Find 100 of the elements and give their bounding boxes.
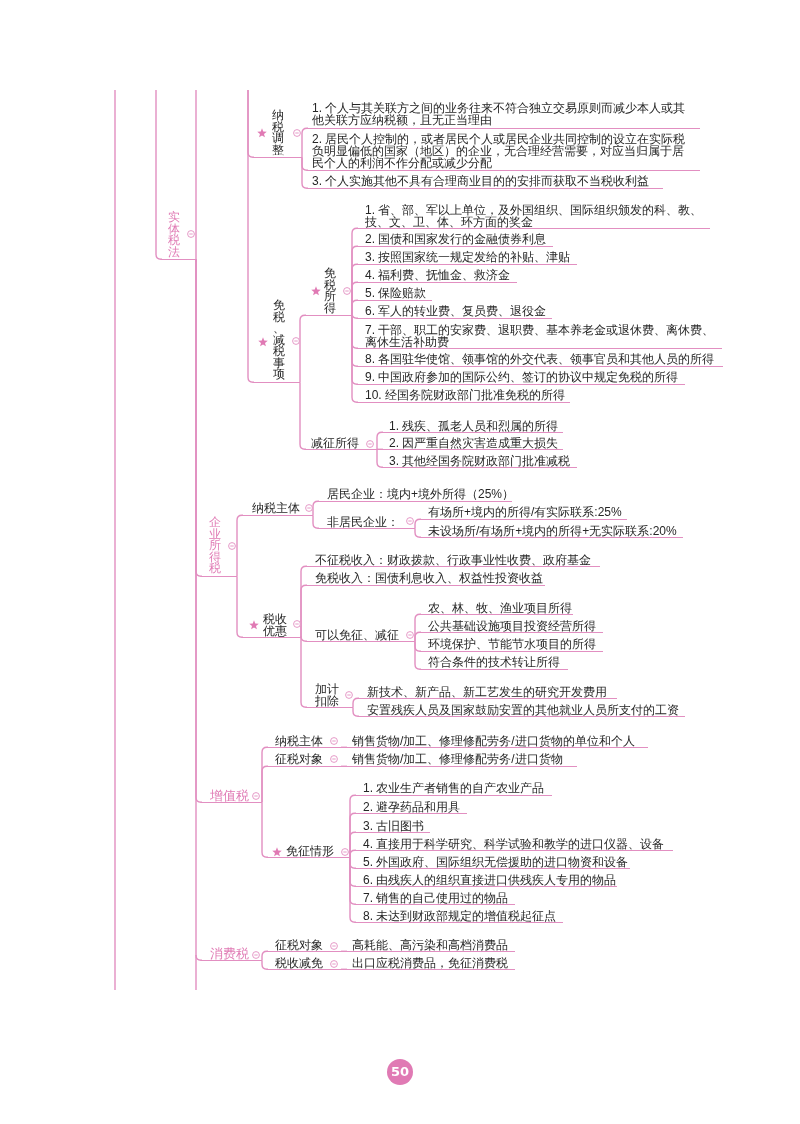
- underlined-topic: [383, 419, 563, 433]
- branch-line: [300, 635, 308, 642]
- page-number: 50: [387, 1059, 413, 1085]
- topic-text: 征税对象: [275, 753, 323, 765]
- underlined-topic: [359, 703, 685, 717]
- underlined-topic: [421, 601, 573, 615]
- underlined-topic: [268, 956, 341, 970]
- topic-text: 高耗能、高污染和高档消费品: [352, 939, 508, 951]
- underlined-topic: [358, 304, 552, 319]
- branch-line: [261, 765, 269, 803]
- topic-text: 4. 直接用于科学研究、科学试验和教学的进口仪器、设备: [363, 838, 665, 850]
- branch-line: [376, 448, 384, 450]
- underlined-topic: [347, 734, 648, 748]
- branch-line: [299, 314, 307, 383]
- branch-line: [352, 697, 360, 708]
- branch-line: [301, 156, 309, 189]
- topic-text: 可以免征、减征: [315, 629, 399, 641]
- underlined-topic: [421, 524, 683, 538]
- topic-text: 税收优惠: [263, 613, 288, 637]
- underlined-topic: [358, 286, 432, 301]
- branch-line: [414, 640, 422, 670]
- topic-text: 加计扣除: [315, 683, 340, 707]
- underlined-topic: [254, 109, 302, 158]
- topic-text: 免税、减税事项: [273, 300, 285, 381]
- topic-text: 销售货物/加工、修理修配劳务/进口货物: [352, 753, 563, 765]
- underlined-topic: [319, 515, 415, 529]
- topic-text: 3. 古旧图书: [363, 820, 425, 832]
- underlined-topic: [243, 612, 301, 638]
- topic-text: 1. 农业生产者销售的自产农业产品: [363, 782, 545, 794]
- topic-text: 消费税: [210, 948, 249, 960]
- topic-text: 纳税主体: [252, 502, 300, 514]
- underlined-topic: [268, 938, 341, 952]
- topic-text: 环境保护、节能节水项目的所得: [428, 638, 596, 650]
- topic-text: 6. 由残疾人的组织直接进口供残疾人专用的物品: [363, 874, 617, 886]
- underlined-topic: [421, 655, 568, 670]
- topic-text: 企业所得税: [209, 517, 221, 575]
- topic-text: 2. 因严重自然灾害造成重大损失: [389, 437, 559, 449]
- underlined-topic: [356, 800, 467, 814]
- underlined-topic: [307, 682, 353, 708]
- topic-text: 农、林、牧、渔业项目所得: [428, 602, 572, 614]
- underlined-topic: [162, 211, 196, 260]
- underlined-topic: [347, 956, 515, 970]
- underlined-topic: [268, 844, 350, 858]
- branch-line: [300, 636, 308, 708]
- underlined-topic: [319, 487, 512, 502]
- branch-line: [247, 89, 255, 383]
- topic-text: 9. 中国政府参加的国际公约、签订的协议中规定免税的所得: [365, 371, 679, 383]
- topic-text: 税收减免: [275, 957, 323, 969]
- topic-text: 纳税调整: [272, 110, 284, 156]
- underlined-topic: [421, 637, 603, 652]
- topic-text: 不征税收入：财政拨款、行政事业性收费、政府基金: [315, 554, 591, 566]
- topic-text: 出口应税消费品，免征消费税: [352, 957, 508, 969]
- topic-text: 10. 经国务院财政部门批准免税的所得: [365, 389, 565, 401]
- branch-line: [261, 950, 269, 961]
- underlined-topic: [358, 370, 685, 385]
- topic-text: 有场所+境内的所得/有实际联系:25%: [428, 506, 622, 518]
- topic-text: 1. 个人与其关联方之间的业务往来不符合独立交易原则而减少本人或其他关联方应纳税额，且无正当理由: [312, 102, 687, 126]
- underlined-topic: [358, 352, 723, 367]
- branch-line: [351, 299, 359, 316]
- underlined-topic: [307, 571, 545, 586]
- underlined-topic: [347, 752, 577, 767]
- topic-text: 1. 省、部、军以上单位，及外国组织、国际组织颁发的科、教、技、文、卫、体、环方面的奖金: [365, 204, 704, 228]
- branch-line: [300, 584, 308, 638]
- topic-text: 8. 各国驻华使馆、领事馆的外交代表、领事官员和其他人员的所得: [365, 353, 715, 365]
- topic-text: 2. 国债和国家发行的金融债券利息: [365, 233, 547, 245]
- topic-text: 减征所得: [311, 437, 359, 449]
- branch-line: [236, 514, 244, 577]
- topic-text: 3. 按照国家统一规定发给的补贴、津贴: [365, 251, 571, 263]
- topic-text: 2. 居民个人控制的，或者居民个人或居民企业共同控制的设立在实际税负明显偏低的国家（地区）的企业，无合理经营需要，对应当归属于居民个人的利润不作分配或减少分配: [312, 133, 687, 169]
- topic-text: 增值税: [210, 790, 249, 802]
- underlined-topic: [268, 734, 341, 748]
- topic-text: 3. 个人实施其他不具有合理商业目的的安排而获取不当税收利益: [312, 175, 650, 187]
- topic-text: 符合条件的技术转让所得: [428, 656, 560, 668]
- underlined-topic: [356, 855, 630, 869]
- underlined-topic: [358, 388, 570, 403]
- branch-line: [340, 746, 348, 748]
- underlined-topic: [356, 909, 563, 923]
- underlined-topic: [307, 553, 600, 567]
- underlined-topic: [308, 101, 700, 129]
- underlined-topic: [358, 232, 553, 247]
- branch-line: [376, 448, 384, 468]
- branch-line: [301, 127, 309, 158]
- topic-text: 1. 残疾、孤老人员和烈属的所得: [389, 420, 559, 432]
- topic-text: 8. 未达到财政部规定的增值税起征点: [363, 910, 557, 922]
- underlined-topic: [254, 299, 300, 383]
- topic-text: 免征情形: [286, 845, 334, 857]
- branch-line: [312, 500, 320, 516]
- underlined-topic: [421, 619, 603, 633]
- topic-text: 征税对象: [275, 939, 323, 951]
- topic-text: 6. 军人的转业费、复员费、退役金: [365, 305, 547, 317]
- underlined-topic: [202, 789, 262, 803]
- underlined-topic: [356, 781, 552, 796]
- topic-text: 5. 外国政府、国际组织无偿援助的进口物资和设备: [363, 856, 629, 868]
- underlined-topic: [358, 268, 517, 283]
- branch-line: [414, 518, 422, 529]
- topic-text: 公共基础设施项目投资经营所得: [428, 620, 596, 632]
- underlined-topic: [306, 436, 377, 450]
- branch-line: [376, 431, 384, 450]
- topic-text: 非居民企业：: [327, 516, 399, 528]
- underlined-topic: [356, 873, 617, 887]
